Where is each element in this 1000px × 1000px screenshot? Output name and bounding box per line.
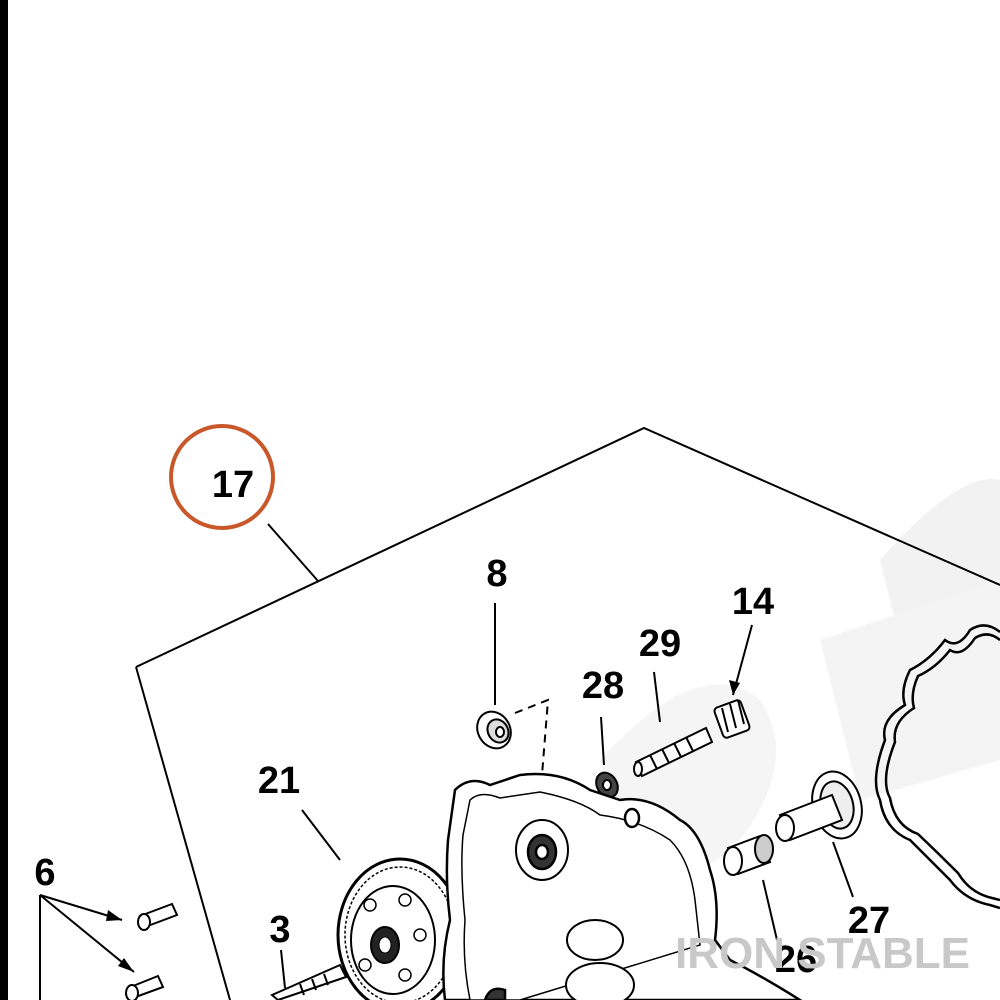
assembly-bracket-lines bbox=[135, 426, 1000, 1000]
callout-29: 29 bbox=[639, 623, 681, 665]
callout-28: 28 bbox=[582, 665, 624, 707]
part-14-gear bbox=[713, 699, 751, 739]
highlight-circle bbox=[169, 424, 275, 530]
callout-labels: 17 8 14 29 28 21 6 3 27 26 bbox=[34, 464, 890, 981]
callout-8: 8 bbox=[486, 553, 507, 595]
callout-26: 26 bbox=[775, 939, 817, 981]
left-border-bar bbox=[0, 0, 8, 1000]
gasket-outline bbox=[874, 624, 1000, 910]
callout-17: 17 bbox=[212, 464, 254, 506]
callout-6: 6 bbox=[34, 852, 55, 894]
callout-14: 14 bbox=[732, 581, 774, 623]
part-3-bolt bbox=[270, 963, 348, 1000]
crankcase-housing bbox=[442, 772, 803, 1000]
watermark-text: IRON STABLE bbox=[675, 929, 970, 978]
part-6-screws bbox=[125, 902, 179, 1000]
arrowheads bbox=[106, 680, 740, 972]
part-26-needle-bearing bbox=[723, 834, 774, 876]
leader-lines bbox=[39, 603, 854, 1000]
part-27-gear-shaft bbox=[775, 770, 863, 842]
part-21-large-gear bbox=[336, 857, 464, 1000]
callout-3: 3 bbox=[269, 909, 290, 951]
part-28-seal bbox=[595, 771, 619, 799]
part-8-bearing bbox=[476, 710, 512, 750]
callout-27: 27 bbox=[848, 900, 890, 942]
part-29-shaft bbox=[633, 726, 714, 778]
callout-21: 21 bbox=[258, 760, 300, 802]
